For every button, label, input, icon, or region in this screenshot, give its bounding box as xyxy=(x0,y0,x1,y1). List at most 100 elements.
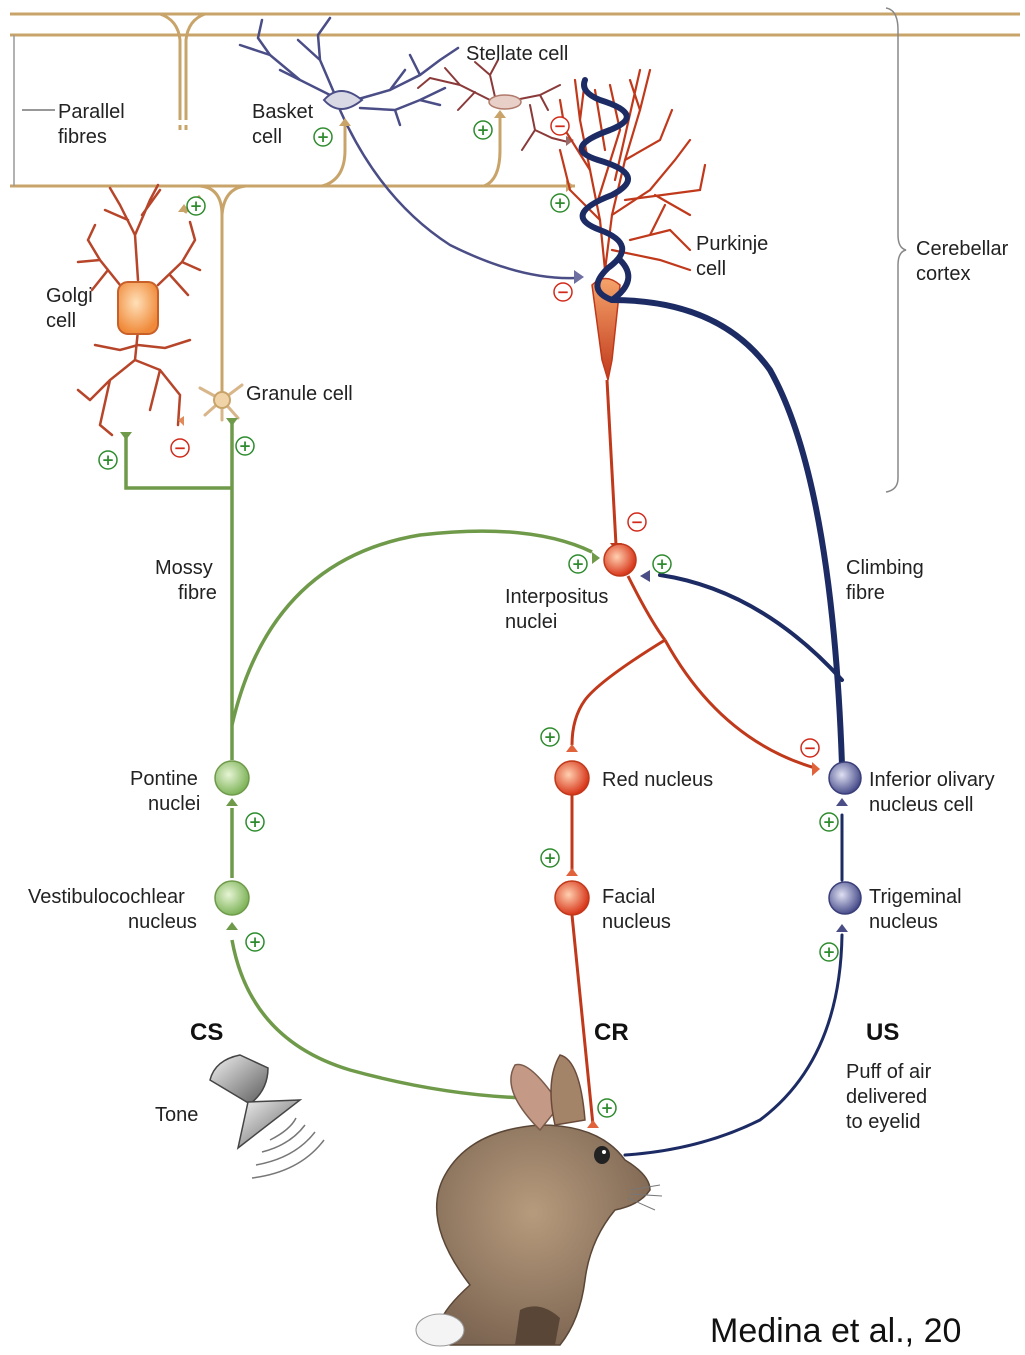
svg-text:+: + xyxy=(102,451,115,469)
svg-text:+: + xyxy=(554,194,567,212)
tone-label: Tone xyxy=(155,1104,198,1126)
purkinje-cell-label-2: cell xyxy=(696,258,726,280)
red-nucleus xyxy=(555,761,589,795)
minus-sign: − xyxy=(628,513,646,531)
basket-cell-label-2: cell xyxy=(252,126,282,148)
puff-label-2: delivered xyxy=(846,1086,927,1108)
pontine-label-2: nuclei xyxy=(148,793,200,815)
cerebellar-cortex-label-1: Cerebellar xyxy=(916,238,1009,260)
vestibulocochlear-nucleus xyxy=(215,881,249,915)
pontine-label-1: Pontine xyxy=(130,768,198,790)
mossy-fibre-label-2: fibre xyxy=(178,582,217,604)
svg-text:−: − xyxy=(631,513,644,531)
facial-nucleus-label-1: Facial xyxy=(602,886,655,908)
minus-sign: − xyxy=(801,739,819,757)
rabbit-illustration xyxy=(416,1055,662,1346)
purkinje-cell-label-1: Purkinje xyxy=(696,233,768,255)
parallel-fibres xyxy=(10,14,1020,395)
cerebellar-cortex-brace xyxy=(886,8,906,492)
svg-text:+: + xyxy=(190,197,203,215)
interpositus-label-1: Interpositus xyxy=(505,586,608,608)
svg-text:−: − xyxy=(557,283,570,301)
plus-sign: + xyxy=(314,128,332,146)
stellate-cell-label: Stellate cell xyxy=(466,43,568,65)
us-label: US xyxy=(866,1019,899,1046)
puff-label-1: Puff of air xyxy=(846,1061,932,1083)
golgi-cell-label-2: cell xyxy=(46,310,76,332)
plus-sign: + xyxy=(246,813,264,831)
plus-sign: + xyxy=(653,555,671,573)
plus-sign: + xyxy=(541,849,559,867)
purkinje-axon xyxy=(607,380,616,545)
basket-cell-label-1: Basket xyxy=(252,101,314,123)
golgi-cell-label-1: Golgi xyxy=(46,285,93,307)
mossy-fibre-label-1: Mossy xyxy=(155,557,213,579)
vestibulocochlear-label-2: nucleus xyxy=(128,911,197,933)
interpositus-label-2: nuclei xyxy=(505,611,557,633)
plus-sign: + xyxy=(569,555,587,573)
golgi-soma xyxy=(118,282,158,334)
svg-text:+: + xyxy=(601,1099,614,1117)
granule-soma xyxy=(214,392,230,408)
minus-sign: − xyxy=(551,117,569,135)
mossy-terminals xyxy=(120,418,600,930)
facial-nucleus-label-2: nucleus xyxy=(602,911,671,933)
svg-text:+: + xyxy=(572,555,585,573)
interpositus-nucleus xyxy=(604,544,636,576)
svg-text:+: + xyxy=(544,849,557,867)
svg-text:+: + xyxy=(249,813,262,831)
parallel-fibres-label-2: fibres xyxy=(58,126,107,148)
plus-sign: + xyxy=(236,437,254,455)
cerebellar-cortex-label-2: cortex xyxy=(916,263,970,285)
plus-sign: + xyxy=(598,1099,616,1117)
mossy-fibre xyxy=(126,420,592,1098)
plus-sign: + xyxy=(551,194,569,212)
trigeminal-label-1: Trigeminal xyxy=(869,886,962,908)
plus-sign: + xyxy=(99,451,117,469)
stellate-soma xyxy=(489,95,521,109)
svg-text:+: + xyxy=(477,121,490,139)
plus-sign: + xyxy=(820,813,838,831)
inferior-olivary-nucleus xyxy=(829,762,861,794)
svg-text:+: + xyxy=(317,128,330,146)
cr-label: CR xyxy=(594,1019,629,1046)
plus-sign: + xyxy=(474,121,492,139)
basket-soma xyxy=(324,91,362,109)
minus-sign: − xyxy=(554,283,572,301)
svg-text:+: + xyxy=(544,728,557,746)
svg-text:−: − xyxy=(804,739,817,757)
granule-cell-label: Granule cell xyxy=(246,383,353,405)
inferior-olivary-label-1: Inferior olivary xyxy=(869,769,995,791)
purkinje-dendrites xyxy=(560,70,705,270)
plus-sign: + xyxy=(820,943,838,961)
parallel-fibres-label-1: Parallel xyxy=(58,101,125,123)
basket-synapse xyxy=(574,270,584,284)
svg-text:+: + xyxy=(239,437,252,455)
cs-label: CS xyxy=(190,1019,223,1046)
red-terminals xyxy=(566,744,820,1128)
climbing-fibre-label-2: fibre xyxy=(846,582,885,604)
citation: Medina et al., 20 xyxy=(710,1312,961,1350)
svg-text:+: + xyxy=(249,933,262,951)
facial-nucleus xyxy=(555,881,589,915)
plus-sign: + xyxy=(246,933,264,951)
inferior-olivary-label-2: nucleus cell xyxy=(869,794,974,816)
minus-sign: − xyxy=(171,439,189,457)
pontine-nucleus xyxy=(215,761,249,795)
climbing-fibre-label-1: Climbing xyxy=(846,557,924,579)
plus-sign: + xyxy=(187,197,205,215)
red-nucleus-label: Red nucleus xyxy=(602,769,713,791)
svg-text:−: − xyxy=(174,439,187,457)
puff-label-3: to eyelid xyxy=(846,1111,921,1133)
svg-text:−: − xyxy=(554,117,567,135)
trigeminal-nucleus xyxy=(829,882,861,914)
svg-text:+: + xyxy=(823,813,836,831)
vestibulocochlear-label-1: Vestibulocochlear xyxy=(28,886,185,908)
trigeminal-label-2: nucleus xyxy=(869,911,938,933)
plus-sign: + xyxy=(541,728,559,746)
svg-text:+: + xyxy=(823,943,836,961)
plus-minus-signs: + + − + + − − + + − + + + − + + + + + + xyxy=(99,117,838,1117)
svg-text:+: + xyxy=(656,555,669,573)
speaker-icon xyxy=(210,1055,324,1178)
